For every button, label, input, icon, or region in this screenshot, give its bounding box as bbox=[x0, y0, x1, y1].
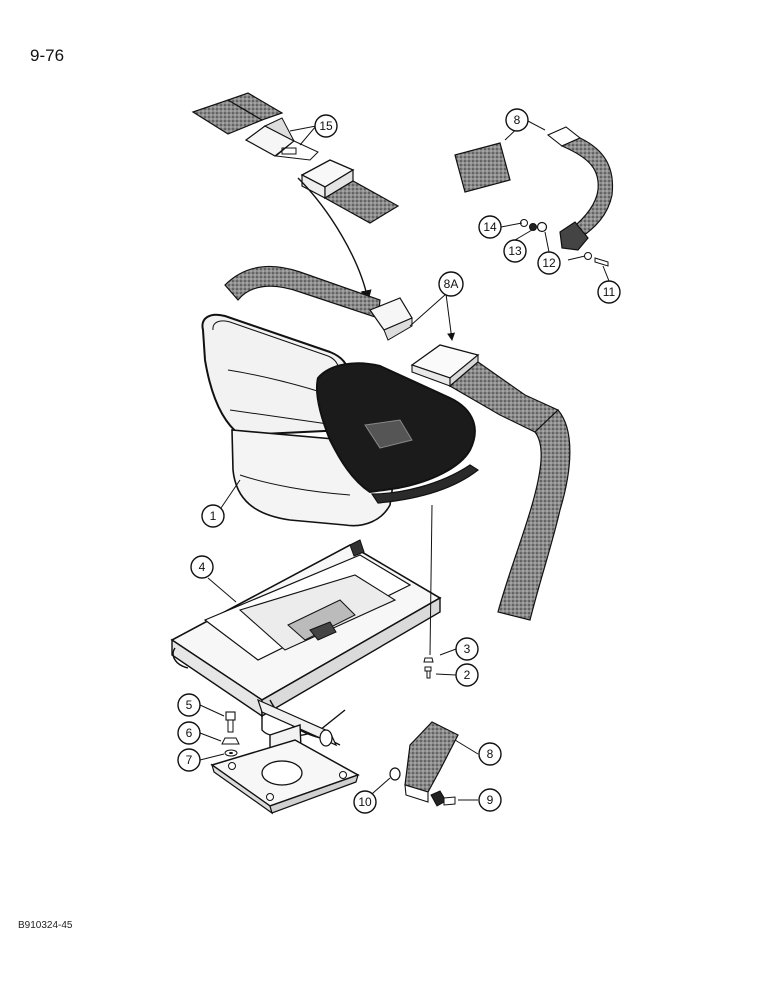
seat-pedestal bbox=[210, 724, 360, 815]
callout-3-label: 3 bbox=[464, 642, 471, 656]
pedestal-hardware bbox=[221, 711, 240, 757]
callout-1: 1 bbox=[201, 504, 225, 528]
callout-4-label: 4 bbox=[199, 560, 206, 574]
callout-3: 3 bbox=[455, 637, 479, 661]
callout-8-bottom-label: 8 bbox=[487, 747, 494, 761]
callout-2: 2 bbox=[455, 663, 479, 687]
callout-8-top: 8 bbox=[505, 108, 529, 132]
callout-1-label: 1 bbox=[210, 509, 217, 523]
callout-9-label: 9 bbox=[487, 793, 494, 807]
callout-8a: 8A bbox=[438, 271, 464, 297]
callout-5: 5 bbox=[177, 693, 201, 717]
callout-11-label: 11 bbox=[603, 285, 616, 299]
callout-12-label: 12 bbox=[542, 256, 556, 270]
callout-15: 15 bbox=[314, 114, 338, 138]
callout-10: 10 bbox=[353, 790, 377, 814]
callout-11: 11 bbox=[597, 280, 621, 304]
callout-14: 14 bbox=[478, 215, 502, 239]
callout-13: 13 bbox=[503, 239, 527, 263]
lower-seat-belt-half bbox=[389, 721, 459, 807]
seat-mount-hardware bbox=[423, 504, 434, 679]
callout-9: 9 bbox=[478, 788, 502, 812]
callout-12: 12 bbox=[537, 251, 561, 275]
callout-6: 6 bbox=[177, 721, 201, 745]
callout-8-bottom: 8 bbox=[478, 742, 502, 766]
callout-4: 4 bbox=[190, 555, 214, 579]
seat-belt-buckle-half bbox=[191, 92, 400, 224]
seat bbox=[201, 265, 571, 621]
callout-8-top-label: 8 bbox=[514, 113, 521, 127]
callout-13-label: 13 bbox=[508, 244, 522, 258]
seat-frame bbox=[170, 539, 442, 747]
figure-code: B910324-45 bbox=[18, 920, 73, 931]
callout-6-label: 6 bbox=[186, 726, 193, 740]
callout-10-label: 10 bbox=[358, 795, 372, 809]
callout-7: 7 bbox=[177, 748, 201, 772]
callout-15-label: 15 bbox=[319, 119, 333, 133]
callout-8a-label: 8A bbox=[444, 277, 459, 291]
callout-5-label: 5 bbox=[186, 698, 193, 712]
callout-14-label: 14 bbox=[483, 220, 497, 234]
retractor-seat-belt bbox=[454, 126, 614, 267]
callout-2-label: 2 bbox=[464, 668, 471, 682]
callout-7-label: 7 bbox=[186, 753, 193, 767]
page-number: 9-76 bbox=[30, 46, 65, 65]
